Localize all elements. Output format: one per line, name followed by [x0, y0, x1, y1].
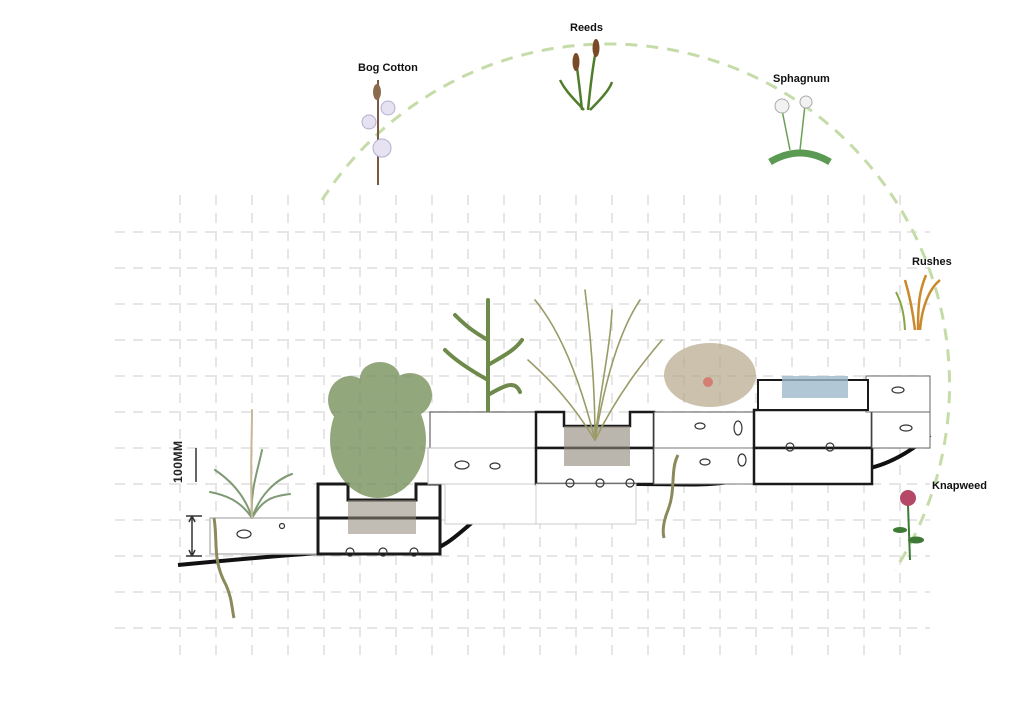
- block: [427, 447, 541, 485]
- scale-label: 100MM: [171, 440, 185, 483]
- lizard-icon: [212, 454, 680, 619]
- block-texture: [236, 386, 913, 557]
- plant-label-sphagnum: Sphagnum: [773, 73, 830, 85]
- ornamental-grass-icon: [527, 289, 663, 441]
- block: [653, 411, 755, 449]
- wildflower-icon: [664, 343, 756, 407]
- wall-plantings: [209, 289, 756, 519]
- block: [429, 411, 541, 449]
- grass-tuft-icon: [209, 409, 293, 519]
- rushes-icon: [895, 274, 941, 331]
- plant-arc: [320, 42, 952, 571]
- planter-block: [752, 408, 874, 450]
- corn-icon: [443, 298, 524, 412]
- lizard-icon: [661, 454, 680, 539]
- plant-label-bog-cotton: Bog Cotton: [358, 62, 418, 74]
- plant-label-rushes: Rushes: [912, 256, 952, 268]
- water-fill: [782, 376, 848, 398]
- shrub-icon: [328, 362, 432, 498]
- planter-block: [752, 446, 874, 486]
- knapweed-icon: [893, 490, 924, 561]
- sphagnum-icon: [768, 95, 832, 166]
- plant-label-reeds: Reeds: [570, 22, 604, 34]
- block: [209, 517, 319, 555]
- scale-bar: [186, 448, 202, 557]
- soil-fill: [348, 500, 416, 534]
- block: [653, 447, 755, 485]
- block: [865, 375, 931, 413]
- reeds-icon: [558, 39, 614, 111]
- plant-label-knapweed: Knapweed: [932, 480, 988, 492]
- block: [444, 483, 541, 525]
- wall-blocks: [209, 375, 931, 556]
- block: [535, 483, 637, 525]
- bog-cotton-icon: [361, 80, 396, 185]
